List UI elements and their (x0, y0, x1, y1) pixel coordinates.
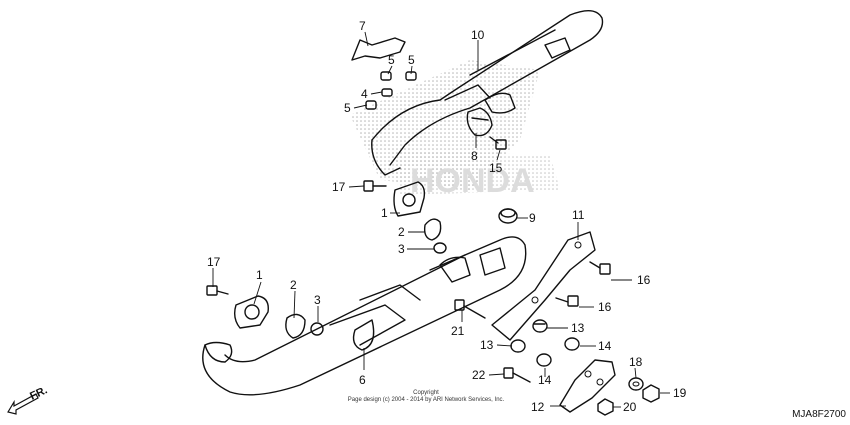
callout-20: 20 (623, 400, 637, 414)
callout-6: 6 (359, 373, 366, 387)
callout-5: 5 (388, 53, 395, 67)
front-direction-arrow: FR. (7, 384, 49, 415)
callout-17: 17 (207, 255, 221, 269)
direction-label: FR. (28, 384, 49, 402)
callout-16: 16 (637, 273, 651, 287)
lower-muffler (202, 236, 527, 396)
callout-3: 3 (314, 293, 321, 307)
upper-muffler (371, 10, 604, 176)
callout-1: 1 (381, 206, 388, 220)
bolt-15 (489, 136, 507, 150)
nut-19 (642, 384, 660, 403)
callout-15: 15 (489, 161, 503, 175)
watermark-logo: HONDA (350, 60, 560, 200)
leader-lines (212, 31, 670, 408)
washer-18 (628, 377, 644, 391)
step-bracket (559, 359, 616, 413)
watermark-text: HONDA (410, 162, 535, 200)
callout-8: 8 (471, 149, 478, 163)
callout-2: 2 (290, 278, 297, 292)
callout-9: 9 (529, 211, 536, 225)
clamp-8 (466, 107, 493, 137)
callout-10: 10 (471, 28, 485, 42)
callout-7: 7 (359, 19, 366, 33)
muffler-bracket (491, 231, 596, 341)
bolt-22 (503, 367, 531, 383)
callout-14: 14 (598, 339, 612, 353)
diagram-code: MJA8F2700 (792, 409, 846, 420)
callout-16: 16 (598, 300, 612, 314)
callout-12: 12 (531, 400, 545, 414)
upper-gasket-set (393, 181, 447, 254)
callout-5: 5 (344, 101, 351, 115)
bolt-16-upper (589, 261, 611, 275)
callout-18: 18 (629, 355, 643, 369)
lower-gasket-set (233, 295, 324, 339)
callout-2: 2 (398, 225, 405, 239)
callout-19: 19 (673, 386, 687, 400)
callout-13: 13 (571, 321, 585, 335)
bolt-17-upper (363, 180, 387, 192)
callout-14: 14 (538, 373, 552, 387)
callout-3: 3 (398, 242, 405, 256)
copyright-line-2: Page design (c) 2004 - 2014 by ARI Netwo… (348, 397, 505, 403)
bolt-17-lower (206, 285, 229, 296)
callout-21: 21 (451, 324, 465, 338)
callout-1: 1 (256, 268, 263, 282)
callout-4: 4 (361, 87, 368, 101)
bolt-16-lower (555, 295, 579, 307)
nut-20 (597, 398, 614, 416)
bolt-21 (454, 299, 486, 319)
copyright-line-1: Copyright (413, 390, 439, 396)
callout-5: 5 (408, 53, 415, 67)
heat-shield-top (351, 37, 406, 61)
collar-9 (498, 208, 518, 224)
callout-labels: 7 10 5 5 4 5 8 15 17 1 2 3 9 11 16 16 17… (207, 19, 687, 414)
callout-13: 13 (480, 338, 494, 352)
callout-22: 22 (472, 368, 486, 382)
collars-13-14 (510, 319, 580, 367)
callout-11: 11 (572, 208, 585, 222)
callout-17: 17 (332, 180, 346, 194)
